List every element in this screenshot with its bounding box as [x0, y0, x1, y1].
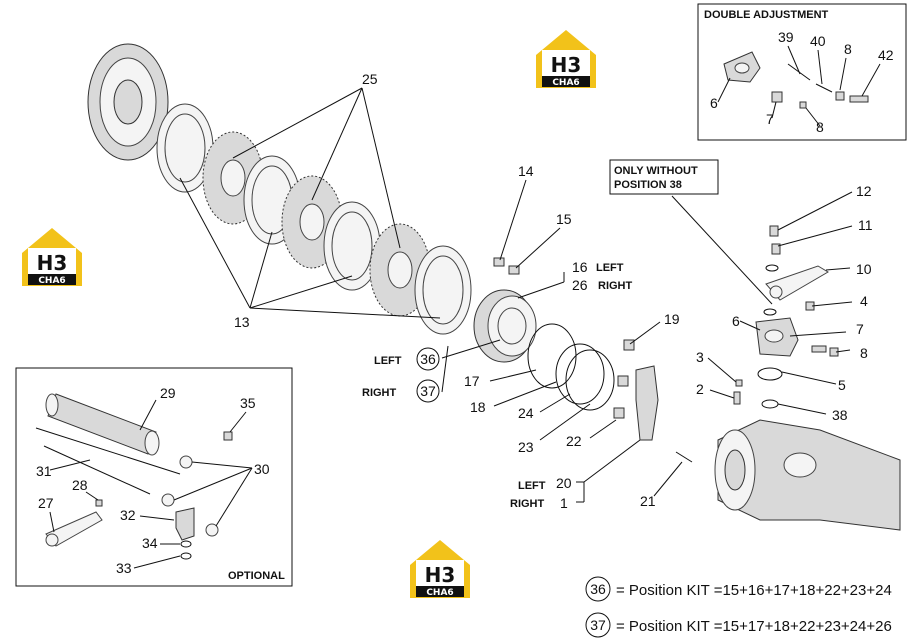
note-line-1: ONLY WITHOUT [614, 165, 698, 177]
side-label: LEFT [518, 480, 546, 492]
axle-housing [714, 419, 901, 531]
kit-definitions: 36 = Position KIT =15+16+17+18+22+23+24 … [585, 576, 892, 638]
part-number: 38 [832, 407, 848, 423]
part-number: 21 [640, 493, 656, 509]
watermark-top-text: H3 [551, 53, 582, 77]
kit-number: 37 [590, 617, 606, 633]
part-number: 7 [766, 111, 774, 127]
watermark-top-text: H3 [37, 251, 68, 275]
side-label: LEFT [374, 355, 402, 367]
part-number: 12 [856, 183, 872, 199]
only-without-note: ONLY WITHOUT POSITION 38 [609, 159, 719, 195]
callout-lines [441, 179, 853, 503]
part-number: 6 [732, 313, 740, 329]
part-number: 35 [240, 395, 256, 411]
watermark-top-text: H3 [425, 563, 456, 587]
brake-disc-stack [156, 103, 472, 335]
part-number: 32 [120, 507, 136, 523]
brake-housing [87, 43, 169, 161]
part-number: 13 [234, 314, 250, 330]
watermark-bottom-text: CHA6 [426, 588, 453, 598]
part-number: 6 [710, 95, 718, 111]
adjust-lever-arm [765, 225, 829, 301]
part-number: 19 [664, 311, 680, 327]
watermark-logo-left: H3 CHA6 [22, 228, 82, 286]
part-number: 27 [38, 495, 54, 511]
part-number: 14 [518, 163, 534, 179]
side-label: RIGHT [510, 498, 545, 510]
brake-lever [635, 365, 693, 463]
part-number: 40 [810, 33, 826, 49]
part-number: 8 [816, 119, 824, 135]
part-number-labels: 25 13 14 15 16 26 19 17 18 24 23 22 20 1… [234, 71, 873, 511]
kit-36-text: = Position KIT =15+16+17+18+22+23+24 [616, 582, 892, 599]
part-number: 2 [696, 381, 704, 397]
part-number: 29 [160, 385, 176, 401]
part-number: 26 [572, 277, 588, 293]
kit-number: 36 [590, 581, 606, 597]
side-label: LEFT [596, 262, 624, 274]
part-number: 18 [470, 399, 486, 415]
callout-lines-25-13 [179, 87, 441, 319]
part-number: 22 [566, 433, 582, 449]
part-number: 4 [860, 293, 868, 309]
part-number: 37 [420, 383, 436, 399]
part-number: 34 [142, 535, 158, 551]
part-number: 1 [560, 495, 568, 511]
watermark-bottom-text: CHA6 [552, 78, 579, 88]
part-number: 20 [556, 475, 572, 491]
part-number: 36 [420, 351, 436, 367]
part-number: 30 [254, 461, 270, 477]
part-number: 42 [878, 47, 894, 63]
adjuster-body [733, 301, 839, 409]
part-number: 28 [72, 477, 88, 493]
note-line-2: POSITION 38 [614, 179, 682, 191]
part-number: 23 [518, 439, 534, 455]
part-number: 10 [856, 261, 872, 277]
inset-title: DOUBLE ADJUSTMENT [704, 9, 829, 21]
kit-side-labels: LEFT 36 RIGHT 37 LEFT RIGHT LEFT RIGHT [362, 262, 633, 510]
watermark-logo-top: H3 CHA6 [536, 30, 596, 88]
optional-inset: 29 35 31 30 28 27 32 34 33 OPTIONAL [15, 367, 293, 587]
part-number: 17 [464, 373, 480, 389]
part-number: 8 [860, 345, 868, 361]
part-number: 33 [116, 560, 132, 576]
optional-label: OPTIONAL [228, 570, 285, 582]
part-number: 11 [858, 217, 873, 233]
part-number: 16 [572, 259, 588, 275]
double-adjustment-inset: DOUBLE ADJUSTMENT 39 40 8 42 6 7 8 [697, 3, 907, 141]
kit-37-text: = Position KIT =15+17+18+22+23+24+26 [616, 618, 892, 635]
part-number: 15 [556, 211, 572, 227]
side-label: RIGHT [598, 280, 633, 292]
part-number: 8 [844, 41, 852, 57]
part-number: 24 [518, 405, 534, 421]
small-fasteners [493, 257, 635, 419]
watermark-bottom-text: CHA6 [38, 276, 65, 286]
side-label: RIGHT [362, 387, 397, 399]
brake-piston [473, 289, 537, 363]
part-number: 7 [856, 321, 864, 337]
watermark-logo-bottom: H3 CHA6 [410, 540, 470, 598]
part-number: 31 [36, 463, 52, 479]
seal-rings [527, 323, 615, 411]
part-number: 25 [362, 71, 378, 87]
part-number: 3 [696, 349, 704, 365]
part-number: 5 [838, 377, 846, 393]
part-number: 39 [778, 29, 794, 45]
